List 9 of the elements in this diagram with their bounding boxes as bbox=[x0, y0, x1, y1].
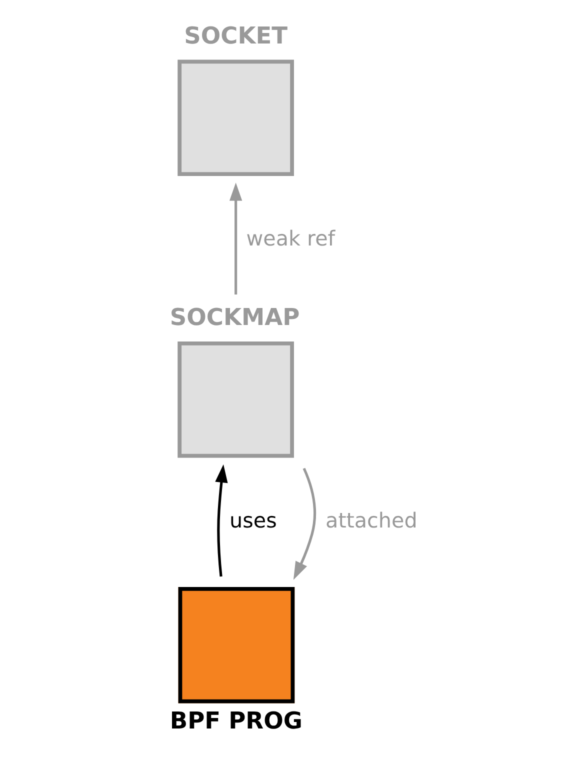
edge-label: attached bbox=[326, 508, 418, 532]
node-label: SOCKMAP bbox=[170, 304, 300, 332]
node-label: SOCKET bbox=[184, 22, 288, 50]
arrow bbox=[229, 182, 242, 295]
arrow bbox=[293, 468, 316, 580]
arrow bbox=[215, 464, 228, 577]
edge-label: weak ref bbox=[246, 226, 336, 251]
edge-label: uses bbox=[230, 508, 277, 532]
node-label: BPF PROG bbox=[170, 707, 302, 734]
